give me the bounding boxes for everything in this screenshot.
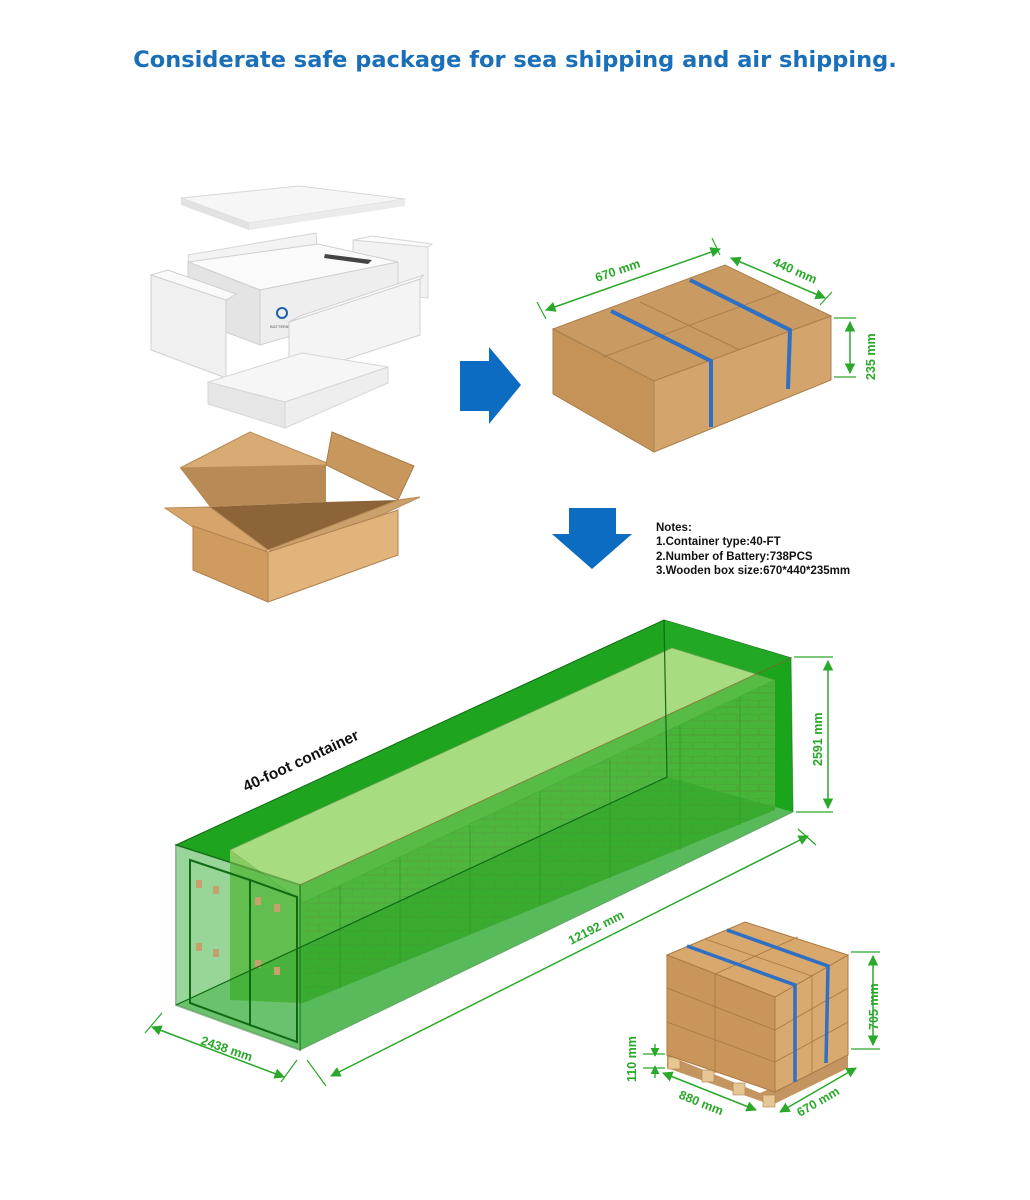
pallet-stack [665,921,850,1108]
container-height-label: 2591 mm [811,712,825,766]
notes-block: Notes: 1.Container type:40-FT 2.Number o… [656,521,850,578]
pallet-height-label: 705 mm [867,983,881,1030]
notes-line-2: 2.Number of Battery:738PCS [656,550,813,563]
carton-width-label: 440 mm [771,255,819,287]
strap-2 [689,278,793,390]
carton-length-label: 670 mm [593,256,642,284]
pallet-base-height-label: 110 mm [625,1036,639,1082]
notes-line-1: 1.Container type:40-FT [656,536,781,549]
notes-line-3: 3.Wooden box size:670*440*235mm [656,564,851,577]
page-title: Considerate safe package for sea shippin… [133,47,897,73]
battery-logo-icon [276,307,288,319]
battery-unit: BATTERIES [186,243,399,346]
arrow-right-icon [460,347,521,424]
svg-text:BATTERIES: BATTERIES [270,324,293,329]
foam-packaging-exploded: BATTERIES [149,185,434,429]
arrow-down-icon [552,508,632,569]
open-carton [163,431,421,603]
notes-heading: Notes: [656,522,692,534]
container-width-label: 2438 mm [199,1034,254,1065]
pallet-length-label: 880 mm [677,1088,725,1118]
carton-height-label: 235 mm [864,333,878,380]
strap-1 [610,309,713,427]
